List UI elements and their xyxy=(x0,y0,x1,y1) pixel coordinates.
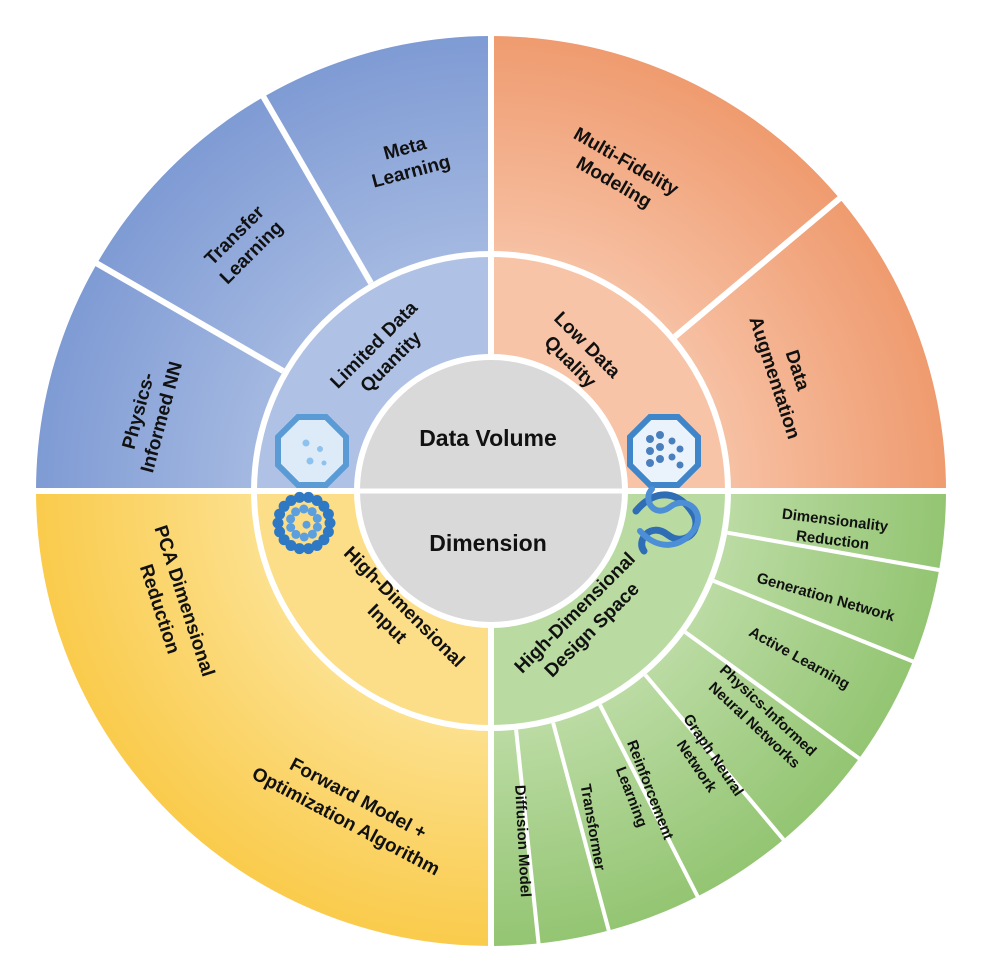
outer-segment-separator xyxy=(643,673,789,845)
outer-segment-separator xyxy=(258,91,374,285)
bead-ring-icon xyxy=(272,491,336,555)
outer-segment-separator xyxy=(712,579,919,666)
outer-segment-separator xyxy=(683,630,865,763)
center-label-data-volume: Data Volume xyxy=(419,425,557,451)
method-label-line: Diffusion Model xyxy=(511,784,534,897)
outer-segment-separators xyxy=(91,91,945,949)
twisted-ribbon-icon xyxy=(632,486,701,555)
outer-segment-separator xyxy=(672,193,846,340)
method-label-high-dimensional-design-space-7: Diffusion Model xyxy=(511,784,534,897)
octagon-particles-icon xyxy=(275,414,349,488)
outer-segment-separator xyxy=(91,258,285,374)
outer-segment-separator xyxy=(598,703,702,902)
outer-segment-separator xyxy=(551,722,612,936)
outer-segment-separator xyxy=(727,530,945,573)
center-label-dimension: Dimension xyxy=(429,530,547,556)
octagon-lattice-icon xyxy=(627,414,701,488)
outer-segment-separator xyxy=(514,729,542,949)
